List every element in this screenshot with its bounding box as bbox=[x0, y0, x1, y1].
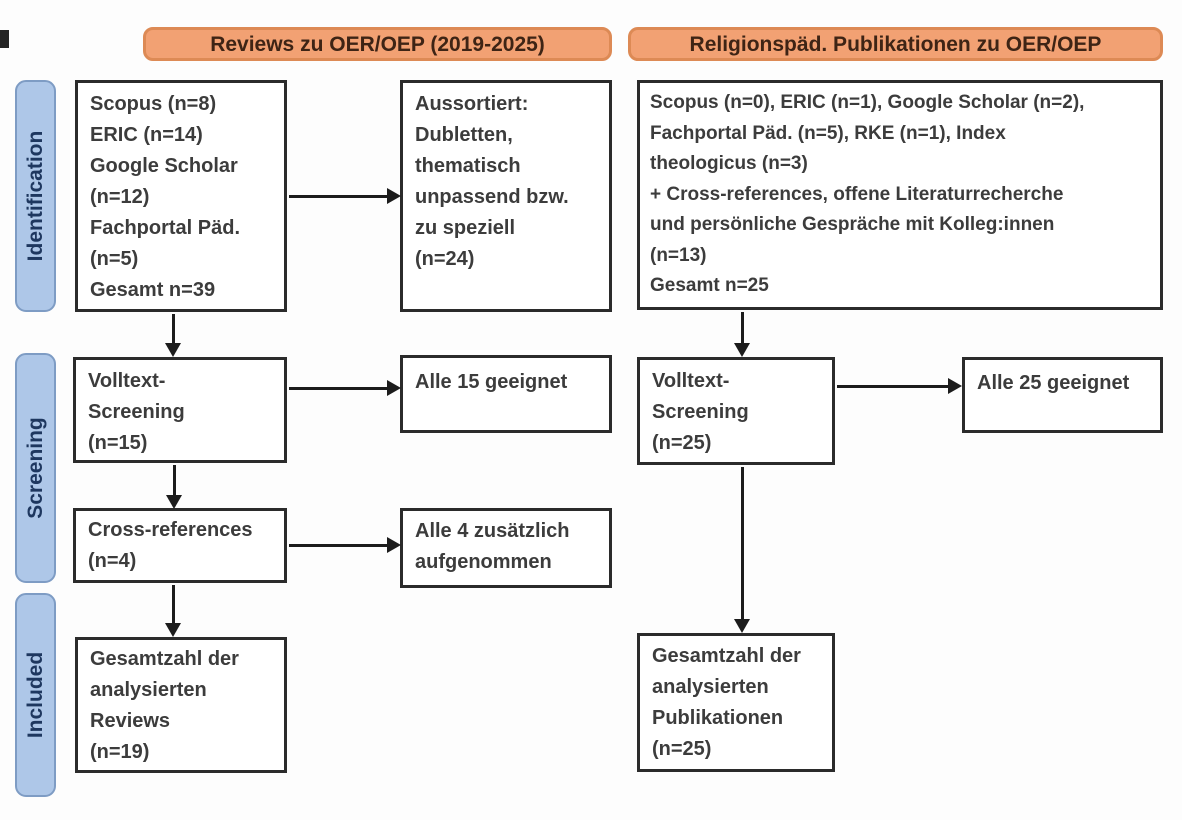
left-included-total-box: Gesamtzahl der analysierten Reviews (n=1… bbox=[75, 637, 287, 773]
arrow-sources-to-fulltext-shaft bbox=[172, 314, 175, 344]
stage-label-included-text: Included bbox=[23, 651, 47, 739]
right-fulltext-screening-box: Volltext- Screening (n=25) bbox=[637, 357, 835, 465]
arrow-crossref-to-result-shaft bbox=[289, 544, 390, 547]
left-crossref-result-box: Alle 4 zusätzlich aufgenommen bbox=[400, 508, 612, 588]
arrow-right-sources-to-fulltext-shaft bbox=[741, 312, 744, 344]
arrow-right-fulltext-to-result-head bbox=[948, 378, 962, 394]
left-fulltext-screening-box: Volltext- Screening (n=15) bbox=[73, 357, 287, 463]
stage-label-screening-text: Screening bbox=[23, 417, 47, 519]
arrow-fulltext-to-result-head bbox=[387, 380, 401, 396]
stage-label-screening: Screening bbox=[15, 353, 56, 583]
left-excluded-box: Aussortiert: Dubletten, thematisch unpas… bbox=[400, 80, 612, 312]
arrow-right-fulltext-to-included-shaft bbox=[741, 467, 744, 620]
left-cross-references-box: Cross-references (n=4) bbox=[73, 508, 287, 583]
right-fulltext-result-box: Alle 25 geeignet bbox=[962, 357, 1163, 433]
arrow-crossref-to-included-head bbox=[165, 623, 181, 637]
arrow-right-fulltext-to-result-shaft bbox=[837, 385, 950, 388]
arrow-crossref-to-result-head bbox=[387, 537, 401, 553]
arrow-sources-to-excluded-head bbox=[387, 188, 401, 204]
arrow-fulltext-to-crossref-shaft bbox=[173, 465, 176, 496]
scan-edge-artifact bbox=[0, 30, 9, 48]
arrow-right-sources-to-fulltext-head bbox=[734, 343, 750, 357]
arrow-crossref-to-included-shaft bbox=[172, 585, 175, 624]
column-header-reviews: Reviews zu OER/OEP (2019-2025) bbox=[143, 27, 612, 61]
stage-label-included: Included bbox=[15, 593, 56, 797]
arrow-fulltext-to-result-shaft bbox=[289, 387, 390, 390]
stage-label-identification: Identification bbox=[15, 80, 56, 312]
left-sources-box: Scopus (n=8) ERIC (n=14) Google Scholar … bbox=[75, 80, 287, 312]
stage-label-identification-text: Identification bbox=[23, 130, 47, 262]
arrow-fulltext-to-crossref-head bbox=[166, 495, 182, 509]
column-header-religionspaed: Religionspäd. Publikationen zu OER/OEP bbox=[628, 27, 1163, 61]
left-fulltext-result-box: Alle 15 geeignet bbox=[400, 355, 612, 433]
arrow-right-fulltext-to-included-head bbox=[734, 619, 750, 633]
arrow-sources-to-excluded-shaft bbox=[289, 195, 390, 198]
right-sources-box: Scopus (n=0), ERIC (n=1), Google Scholar… bbox=[637, 80, 1163, 310]
arrow-sources-to-fulltext-head bbox=[165, 343, 181, 357]
right-included-total-box: Gesamtzahl der analysierten Publikatione… bbox=[637, 633, 835, 772]
